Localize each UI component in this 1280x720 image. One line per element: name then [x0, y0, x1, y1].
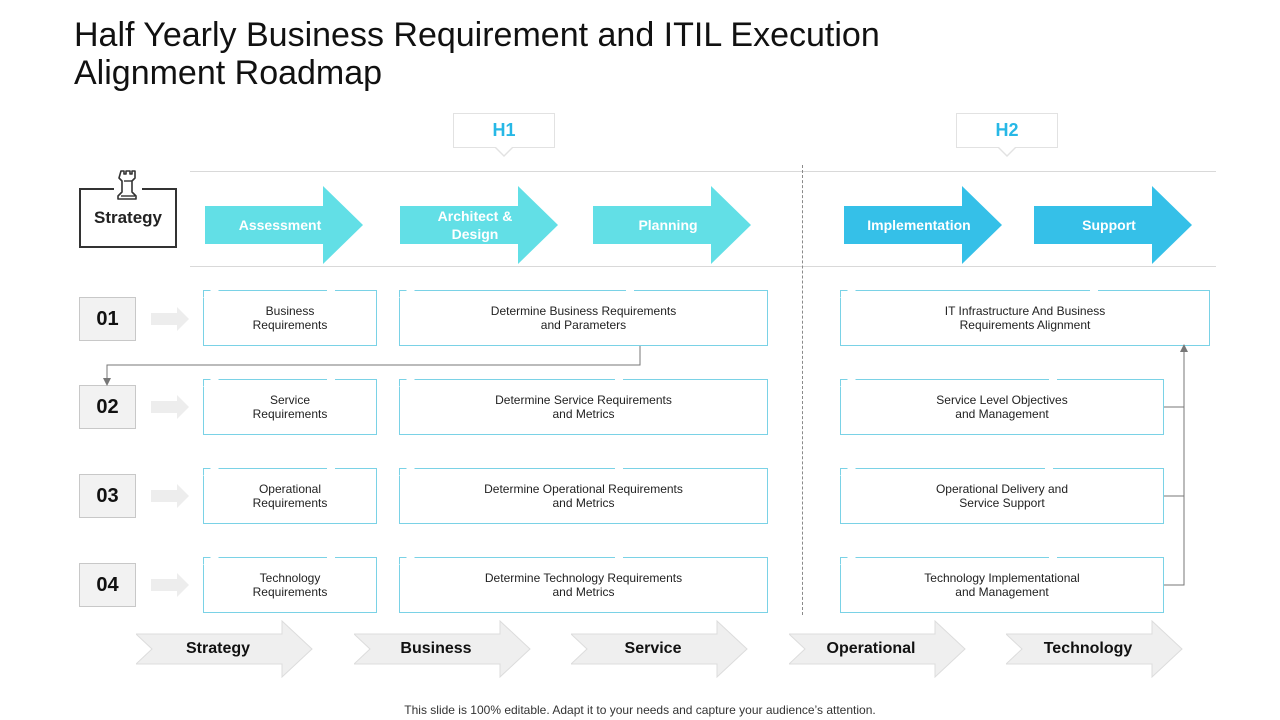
page-title: Half Yearly Business Requirement and ITI…	[74, 16, 1034, 92]
row-chevron-icon	[151, 395, 189, 419]
card-service-requirements: Service Requirements	[203, 379, 377, 435]
h1-label: H1	[453, 113, 555, 148]
card-determine-service-requirements: Determine Service Requirements and Metri…	[399, 379, 768, 435]
phase-band-bottom-line	[190, 266, 1216, 267]
phase-band-top-line	[190, 171, 1216, 172]
card-business-requirements: Business Requirements	[203, 290, 377, 346]
bottom-arrow-service: Service	[569, 619, 751, 679]
row-number-03: 03	[79, 474, 136, 518]
card-technology-implementational: Technology Implementational and Manageme…	[840, 557, 1164, 613]
row-chevron-icon	[151, 484, 189, 508]
row-chevron-icon	[151, 573, 189, 597]
card-determine-technology-requirements: Determine Technology Requirements and Me…	[399, 557, 768, 613]
row-number-02: 02	[79, 385, 136, 429]
bottom-arrow-strategy: Strategy	[134, 619, 316, 679]
footer-note: This slide is 100% editable. Adapt it to…	[404, 703, 876, 717]
phase-arrow-planning: Planning	[593, 186, 753, 264]
bottom-step-label: Business	[400, 640, 472, 657]
bottom-arrow-business: Business	[352, 619, 534, 679]
card-operational-requirements: Operational Requirements	[203, 468, 377, 524]
h2-label: H2	[956, 113, 1058, 148]
card-technology-requirements: Technology Requirements	[203, 557, 377, 613]
page-title-line-2: Alignment Roadmap	[74, 54, 383, 92]
row-chevron-icon	[151, 307, 189, 331]
phase-arrow-assessment: Assessment	[205, 186, 365, 264]
h1-label-notch	[494, 146, 514, 157]
phase-arrow-implementation: Implementation	[844, 186, 1004, 264]
bottom-step-label: Technology	[1043, 640, 1133, 657]
phase-arrow-support: Support	[1034, 186, 1194, 264]
phase-label: Planning	[638, 217, 698, 233]
phase-label: Assessment	[238, 217, 322, 233]
phase-arrow-shape	[844, 186, 1002, 264]
row-number-04: 04	[79, 563, 136, 607]
bottom-arrow-technology: Technology	[1004, 619, 1186, 679]
row-number-01: 01	[79, 297, 136, 341]
phase-label: Support	[1082, 217, 1136, 233]
card-determine-operational-requirements: Determine Operational Requirements and M…	[399, 468, 768, 524]
rook-chess-icon	[114, 168, 142, 204]
phase-arrow-shape	[400, 186, 558, 264]
connector-right-vertical	[1164, 344, 1188, 586]
card-service-level-objectives: Service Level Objectives and Management	[840, 379, 1164, 435]
h2-label-notch	[997, 146, 1017, 157]
card-it-infrastructure-alignment: IT Infrastructure And Business Requireme…	[840, 290, 1210, 346]
bottom-step-label: Strategy	[185, 640, 251, 657]
card-operational-delivery: Operational Delivery and Service Support	[840, 468, 1164, 524]
strategy-label: Strategy	[93, 208, 163, 227]
card-determine-business-requirements: Determine Business Requirements and Para…	[399, 290, 768, 346]
phase-arrow-shape	[1034, 186, 1192, 264]
phase-arrow-architect-design: Architect & Design	[400, 186, 560, 264]
bottom-step-label: Service	[624, 640, 682, 657]
half-divider-line	[802, 165, 803, 615]
phase-arrow-shape	[205, 186, 363, 264]
phase-label: Architect & Design	[437, 208, 513, 242]
bottom-step-label: Operational	[826, 640, 916, 657]
page-title-line-1: Half Yearly Business Requirement and ITI…	[74, 16, 880, 54]
phase-arrow-shape	[593, 186, 751, 264]
bottom-arrow-operational: Operational	[787, 619, 969, 679]
phase-label: Implementation	[867, 217, 971, 233]
connector-row1-to-row2	[103, 346, 641, 386]
